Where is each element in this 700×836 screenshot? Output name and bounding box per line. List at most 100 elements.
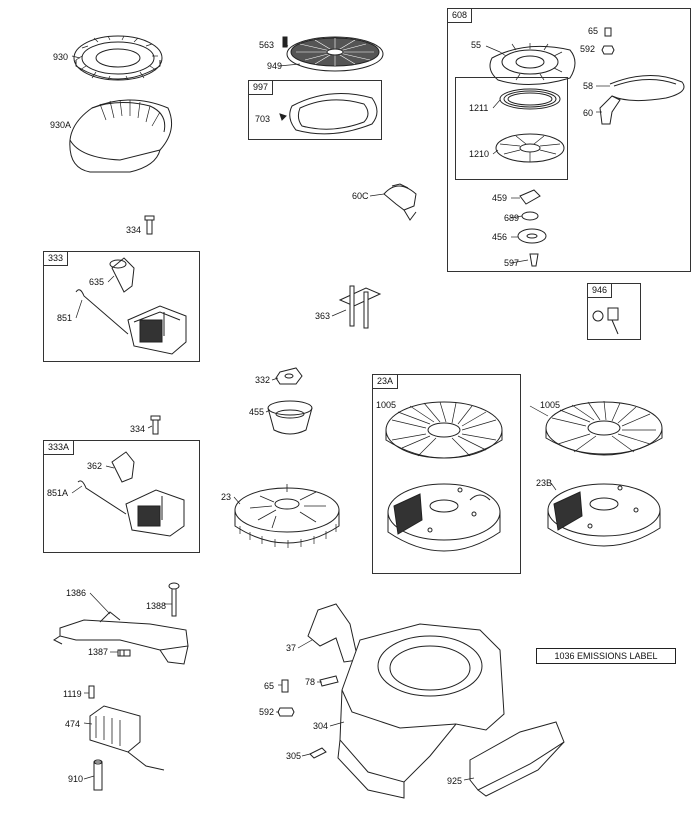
part-78-screw [320, 676, 338, 686]
leader-lines [72, 44, 610, 780]
label-332: 332 [255, 375, 271, 385]
part-23-flywheel [235, 484, 339, 548]
part-997-seal [280, 94, 377, 134]
group-box-333: 333 [43, 251, 200, 362]
part-332-nut [276, 368, 302, 384]
part-23B-flywheel [548, 484, 660, 546]
part-851A-armature [78, 481, 184, 536]
part-592-nut [602, 46, 614, 54]
label-363: 363 [315, 311, 331, 321]
label-949: 949 [267, 61, 283, 71]
label-1388: 1388 [146, 601, 167, 611]
label-910: 910 [68, 774, 84, 784]
part-635-boot [110, 258, 134, 292]
part-851-armature [76, 290, 186, 354]
part-1005-fan-a [386, 402, 502, 458]
part-flywheel-23A [388, 484, 500, 551]
group-tag-946: 946 [587, 283, 613, 298]
label-304: 304 [313, 721, 329, 731]
label-456: 456 [492, 232, 508, 242]
label-23B: 23B [536, 478, 553, 488]
group-box-997: 997 [248, 80, 382, 140]
part-363-bracket [340, 286, 380, 328]
label-1119: 1119 [63, 689, 82, 699]
label-362: 362 [87, 461, 103, 471]
part-65-bolt-lower [282, 680, 288, 692]
part-949-screen [283, 37, 383, 71]
part-474-module [90, 706, 164, 770]
label-930: 930 [53, 52, 69, 62]
group-tag-608: 608 [447, 8, 473, 23]
part-334-screw-lower [151, 416, 160, 434]
part-60-handle [600, 96, 620, 124]
part-362-boot [112, 452, 134, 482]
label-334: 334 [126, 225, 142, 235]
group-tag-997: 997 [248, 80, 274, 95]
label-1210: 1210 [469, 149, 490, 159]
label-65: 65 [588, 26, 599, 36]
label-1005-b: 1005 [540, 400, 561, 410]
part-592-nut-lower [278, 708, 294, 716]
part-456-retainer [518, 229, 546, 243]
part-455-cup [268, 401, 312, 434]
group-box-946: 946 [587, 283, 641, 340]
label-55: 55 [471, 40, 482, 50]
label-60C: 60C [352, 191, 369, 201]
label-597: 597 [504, 258, 520, 268]
label-305: 305 [286, 751, 302, 761]
label-65-lower: 65 [264, 681, 275, 691]
part-60C-clip [384, 184, 416, 220]
label-455: 455 [249, 407, 265, 417]
label-592-lower: 592 [259, 707, 275, 717]
label-1005-a: 1005 [376, 400, 397, 410]
group-tag-333: 333 [43, 251, 69, 266]
part-55-starter-housing [490, 43, 575, 85]
label-1387: 1387 [88, 647, 109, 657]
part-459-pawl [520, 190, 540, 204]
part-65-bolt [605, 28, 611, 36]
part-1005-fan-b [546, 401, 662, 455]
label-459: 459 [492, 193, 508, 203]
part-1388-screw [169, 583, 179, 616]
label-851A: 851A [47, 488, 69, 498]
part-37-baffle [308, 604, 358, 662]
part-1210-pulley [496, 134, 564, 162]
part-58-rope [610, 75, 684, 100]
part-334-screw [145, 216, 154, 234]
label-78: 78 [305, 677, 316, 687]
part-910-spacer [94, 760, 102, 790]
label-930A: 930A [50, 120, 72, 130]
emissions-label: 1036 EMISSIONS LABEL [536, 648, 676, 664]
label-925: 925 [447, 776, 463, 786]
part-925-guard [470, 722, 564, 796]
label-689: 689 [504, 213, 520, 223]
part-304-blower-housing [338, 624, 504, 798]
label-58: 58 [583, 81, 594, 91]
part-1387-sparkplug-clip [118, 650, 130, 656]
label-334-lower: 334 [130, 424, 146, 434]
label-37: 37 [286, 643, 297, 653]
part-930A-shroud [70, 100, 172, 172]
group-tag-333A: 333A [43, 440, 75, 455]
label-23: 23 [221, 492, 232, 502]
label-1211: 1211 [469, 103, 489, 113]
label-703: 703 [255, 114, 271, 124]
inner-box-1211-1210 [455, 77, 568, 180]
part-305-screw [310, 748, 326, 758]
group-box-23A: 23A [372, 374, 521, 574]
label-1386: 1386 [66, 588, 87, 598]
label-592: 592 [580, 44, 596, 54]
label-635: 635 [89, 277, 105, 287]
label-474: 474 [65, 719, 81, 729]
part-946-linkage [593, 308, 618, 334]
part-1386-bracket [54, 612, 188, 664]
label-563: 563 [259, 40, 275, 50]
group-tag-23A: 23A [372, 374, 399, 389]
part-930-screen [74, 36, 162, 80]
part-597-screw [530, 254, 538, 266]
label-851: 851 [57, 313, 73, 323]
group-box-608: 608 [447, 8, 691, 272]
part-1211-spring [500, 89, 560, 109]
